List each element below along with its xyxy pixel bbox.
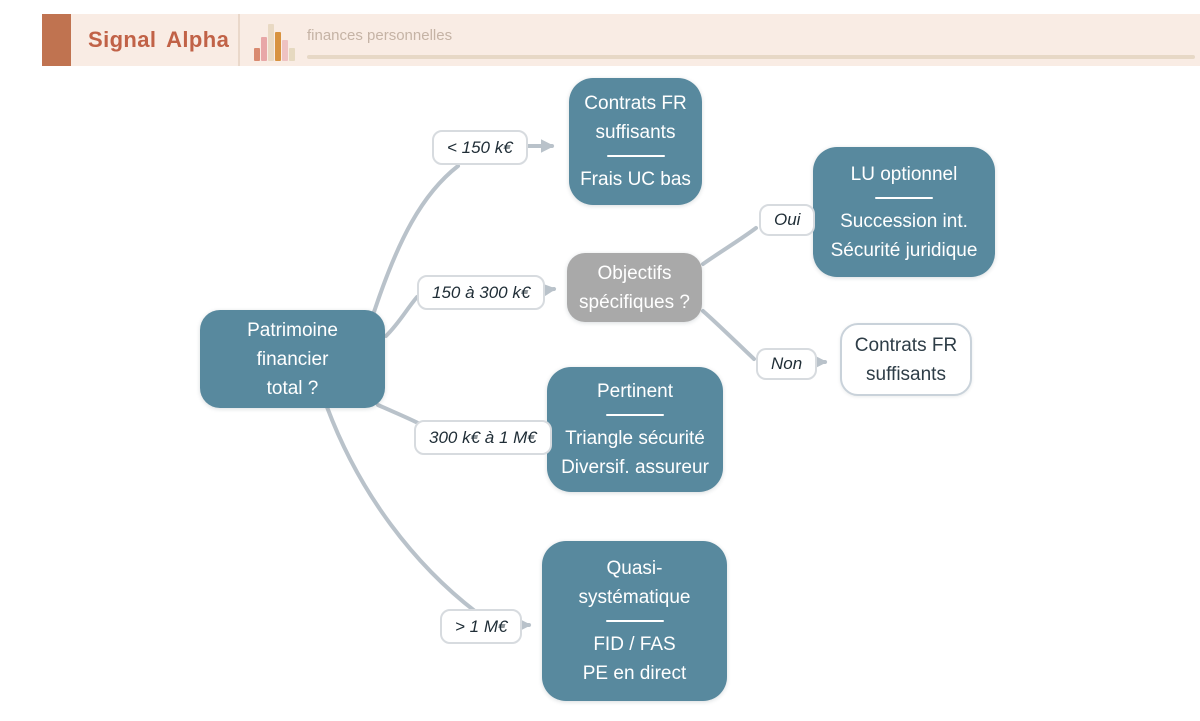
node-contrats-fr-frais-uc-bas: Contrats FR suffisants Frais UC bas	[569, 78, 702, 205]
edge-root-to-300-1m	[376, 403, 420, 425]
node-line: PE en direct	[582, 663, 687, 684]
edge-label-lt-150k: < 150 k€	[432, 130, 528, 165]
edge-root-to-lt150	[372, 164, 460, 314]
node-line: Patrimoine	[247, 319, 338, 341]
edge-label-oui: Oui	[759, 204, 816, 236]
edge-root-to-150-300	[384, 295, 419, 338]
edge-objectifs-to-non	[701, 309, 756, 361]
brand-name: Signal Alpha	[88, 27, 230, 52]
node-line: Objectifs	[597, 262, 672, 284]
node-line: Quasi-	[606, 558, 663, 579]
node-divider	[605, 620, 664, 622]
brand-logo-square	[42, 14, 71, 66]
header: Signal Alpha finances personnelles	[42, 14, 1200, 66]
edge-label-150-300k: 150 à 300 k€	[417, 275, 546, 310]
node-contrats-fr-suffisants: Contrats FR suffisants	[840, 323, 972, 396]
node-lu-optionnel: LU optionnel Succession int. Sécurité ju…	[813, 147, 995, 277]
header-divider	[238, 14, 240, 66]
topic-label: finances personnelles	[307, 27, 453, 44]
node-line: Contrats FR	[854, 334, 958, 356]
node-pertinent: Pertinent Triangle sécurité Diversif. as…	[547, 367, 723, 492]
edge-label-gt-1m: > 1 M€	[440, 609, 523, 644]
node-line: suffisants	[595, 122, 676, 143]
node-line: suffisants	[866, 363, 946, 385]
node-line: systématique	[578, 587, 691, 608]
node-quasi-systematique: Quasi- systématique FID / FAS PE en dire…	[542, 541, 727, 701]
node-line: Succession int.	[840, 210, 968, 232]
node-divider	[875, 196, 933, 199]
bar-chart-icon	[249, 19, 299, 61]
node-line: Sécurité juridique	[830, 239, 978, 261]
node-patrimoine-financier-total: Patrimoine financier total ?	[200, 310, 385, 408]
node-line: Diversif. assureur	[561, 457, 709, 478]
node-line: financier	[256, 348, 329, 370]
node-line: spécifiques ?	[579, 291, 690, 313]
node-line: FID / FAS	[593, 634, 676, 655]
node-line: Triangle sécurité	[565, 428, 705, 449]
edge-label-non: Non	[756, 348, 818, 380]
edge-objectifs-to-oui	[701, 226, 758, 266]
edge-root-to-gt1m	[325, 405, 478, 614]
node-objectifs-specifiques: Objectifs spécifiques ?	[567, 253, 702, 322]
arrow-150-300-to-node	[542, 283, 557, 297]
node-line: LU optionnel	[850, 163, 958, 185]
node-divider	[606, 155, 665, 157]
edge-label-300k-1m: 300 k€ à 1 M€	[414, 420, 552, 455]
node-line: total ?	[266, 377, 319, 399]
node-line: Pertinent	[596, 381, 674, 402]
topic-underline	[307, 55, 1195, 59]
node-divider	[606, 414, 664, 416]
node-line: Contrats FR	[584, 93, 687, 114]
node-line: Frais UC bas	[580, 169, 691, 190]
